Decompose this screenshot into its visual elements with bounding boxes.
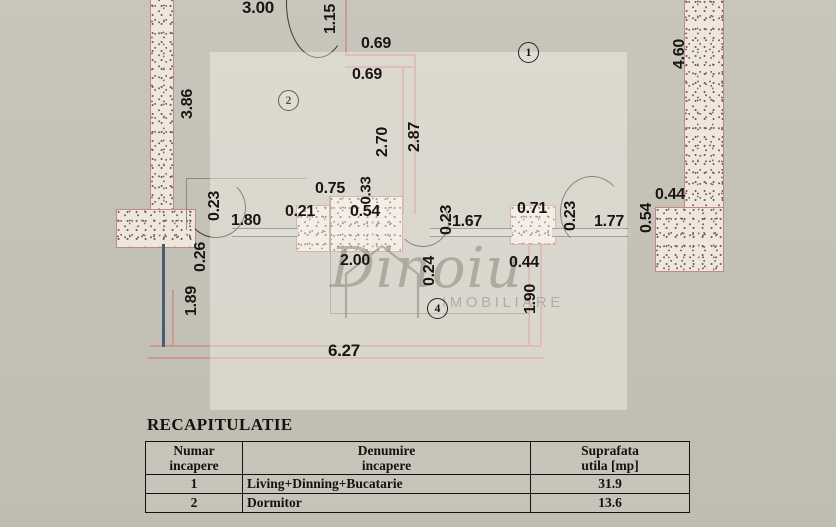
wall-pier-center-right bbox=[510, 205, 556, 245]
dim-top-0-69-a: 0.69 bbox=[361, 35, 391, 52]
wall-pocket-top-right-v bbox=[414, 54, 416, 214]
dim-right-1-67: 1.67 bbox=[452, 213, 482, 230]
wall-left-foot bbox=[116, 209, 196, 248]
dim-right-0-23: 0.23 bbox=[561, 201, 579, 231]
room-badge-2: 2 bbox=[278, 90, 299, 111]
dim-top-0-69-b: 0.69 bbox=[352, 66, 382, 83]
table-row: 1 Living+Dinning+Bucatarie 31.9 bbox=[145, 474, 690, 495]
dim-left-0-23: 0.23 bbox=[205, 191, 223, 221]
guide-line-top bbox=[186, 178, 306, 180]
dim-mid-2-87: 2.87 bbox=[405, 122, 423, 152]
wall-right-foot bbox=[655, 207, 724, 272]
recapitulatie-title: RECAPITULATIE bbox=[147, 415, 293, 434]
scan-overlay-region bbox=[210, 52, 627, 410]
table-row: 2 Dormitor 13.6 bbox=[145, 493, 690, 514]
dim-left-1-89: 1.89 bbox=[182, 286, 200, 316]
room-badge-2-label: 2 bbox=[285, 94, 292, 107]
dim-mid-0-75: 0.75 bbox=[315, 180, 345, 197]
room-badge-4-label: 4 bbox=[434, 302, 441, 315]
partition-right-vertical bbox=[528, 243, 530, 345]
table-header-row: Numar incapere Denumire incapere Suprafa… bbox=[145, 440, 690, 476]
row-0-area: 31.9 bbox=[530, 474, 690, 495]
dim-right-0-54: 0.54 bbox=[637, 203, 655, 233]
window-left-vertical bbox=[162, 244, 165, 347]
row-1-name: Dormitor bbox=[242, 493, 531, 514]
dim-mid-0-54: 0.54 bbox=[350, 203, 380, 220]
partition-left-vertical bbox=[172, 290, 174, 345]
header-suprafata-line1: Suprafata bbox=[581, 443, 639, 458]
dim-left-3-86: 3.86 bbox=[178, 89, 196, 119]
wall-pocket-top-right-h bbox=[345, 54, 416, 56]
dim-right-1-90: 1.90 bbox=[521, 284, 539, 314]
room-badge-4: 4 bbox=[427, 298, 448, 319]
header-denumire: Denumire incapere bbox=[242, 440, 531, 476]
dim-mid-0-24: 0.24 bbox=[420, 256, 438, 286]
room-badge-1: 1 bbox=[518, 42, 539, 63]
header-numar-line1: Numar bbox=[173, 443, 215, 458]
wall-right-vertical bbox=[684, 0, 724, 213]
boundary-bottom-inner bbox=[148, 357, 544, 359]
header-suprafata: Suprafata utila [mp] bbox=[530, 440, 690, 476]
dim-mid-0-21: 0.21 bbox=[285, 203, 315, 220]
dim-left-0-26: 0.26 bbox=[191, 242, 209, 272]
header-denumire-line1: Denumire bbox=[357, 443, 416, 458]
wall-left-vertical bbox=[150, 0, 174, 228]
header-denumire-line2: incapere bbox=[361, 458, 412, 474]
room-badge-1-label: 1 bbox=[525, 46, 532, 59]
dim-right-4-60: 4.60 bbox=[670, 39, 688, 69]
header-numar-line2: incapere bbox=[169, 458, 219, 474]
guide-line-vertical bbox=[330, 196, 332, 314]
dim-bot-0-44: 0.44 bbox=[509, 254, 539, 271]
row-1-num: 2 bbox=[145, 493, 243, 514]
dim-mid-2-00: 2.00 bbox=[340, 252, 370, 269]
recapitulatie-table: Numar incapere Denumire incapere Suprafa… bbox=[145, 440, 690, 514]
dim-right-1-77: 1.77 bbox=[594, 213, 624, 230]
dim-mid-0-33: 0.33 bbox=[357, 176, 375, 205]
row-0-name: Living+Dinning+Bucatarie bbox=[242, 474, 531, 495]
boundary-bottom-outer bbox=[150, 345, 542, 347]
dim-mid-2-70: 2.70 bbox=[373, 127, 391, 157]
dim-top-1-15: 1.15 bbox=[321, 4, 339, 34]
window-right-horizontal-b bbox=[552, 228, 628, 237]
header-suprafata-line2: utila [mp] bbox=[581, 458, 639, 474]
partition-right-vertical-2 bbox=[540, 243, 542, 345]
window-center-horizontal bbox=[232, 228, 298, 237]
row-1-area: 13.6 bbox=[530, 493, 690, 514]
window-right-horizontal-a bbox=[430, 228, 512, 237]
guide-line-left bbox=[186, 178, 188, 230]
row-0-num: 1 bbox=[145, 474, 243, 495]
wall-pocket-top-right-h2 bbox=[345, 66, 416, 68]
header-numar: Numar incapere bbox=[145, 440, 243, 476]
dim-right-0-44: 0.44 bbox=[655, 186, 685, 203]
dim-top-3-00: 3.00 bbox=[242, 0, 274, 17]
wall-pocket-top-right-v2 bbox=[402, 66, 404, 214]
dim-mid-1-80: 1.80 bbox=[231, 212, 261, 229]
dim-bot-6-27: 6.27 bbox=[328, 341, 360, 360]
dim-right-0-71: 0.71 bbox=[517, 200, 547, 217]
